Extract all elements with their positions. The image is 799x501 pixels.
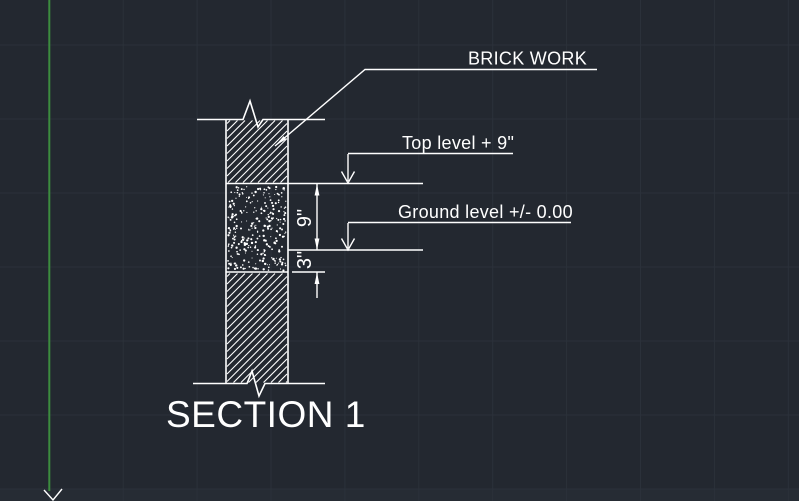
- canvas-bottom-band: [0, 489, 799, 501]
- leader-arrowhead-icon: [275, 136, 287, 146]
- leader-line: [274, 68, 597, 147]
- ground-level-leader[interactable]: Ground level +/- 0.00: [340, 202, 573, 252]
- lower-brick-hatch: [226, 273, 288, 383]
- dimension-text-9in: 9": [294, 209, 316, 227]
- arrowhead-up-icon: [314, 272, 320, 284]
- bottom-break-line: [193, 368, 325, 399]
- dimension-9in[interactable]: 9": [294, 184, 320, 250]
- brick-work-label: BRICK WORK: [468, 49, 587, 69]
- top-break-line: [197, 98, 325, 129]
- upper-brick-hatch: [226, 120, 288, 183]
- axis-end-marker-icon: [43, 488, 63, 501]
- top-level-leader[interactable]: Top level + 9": [340, 133, 515, 185]
- brick-work-leader[interactable]: BRICK WORK: [274, 49, 597, 147]
- concrete-band-hatch: [227, 185, 287, 272]
- dimension-3in[interactable]: 3": [294, 251, 320, 298]
- top-level-label: Top level + 9": [402, 133, 514, 153]
- section-title[interactable]: SECTION 1: [166, 394, 366, 435]
- arrowhead-down-icon: [314, 238, 320, 250]
- leader-open-arrow-icon: [340, 238, 356, 252]
- brick-wall-section[interactable]: [193, 98, 325, 399]
- ground-level-label: Ground level +/- 0.00: [398, 202, 573, 222]
- dimension-text-3in: 3": [294, 251, 316, 269]
- leader-open-arrow-icon: [340, 171, 356, 185]
- arrowhead-up-icon: [314, 184, 320, 196]
